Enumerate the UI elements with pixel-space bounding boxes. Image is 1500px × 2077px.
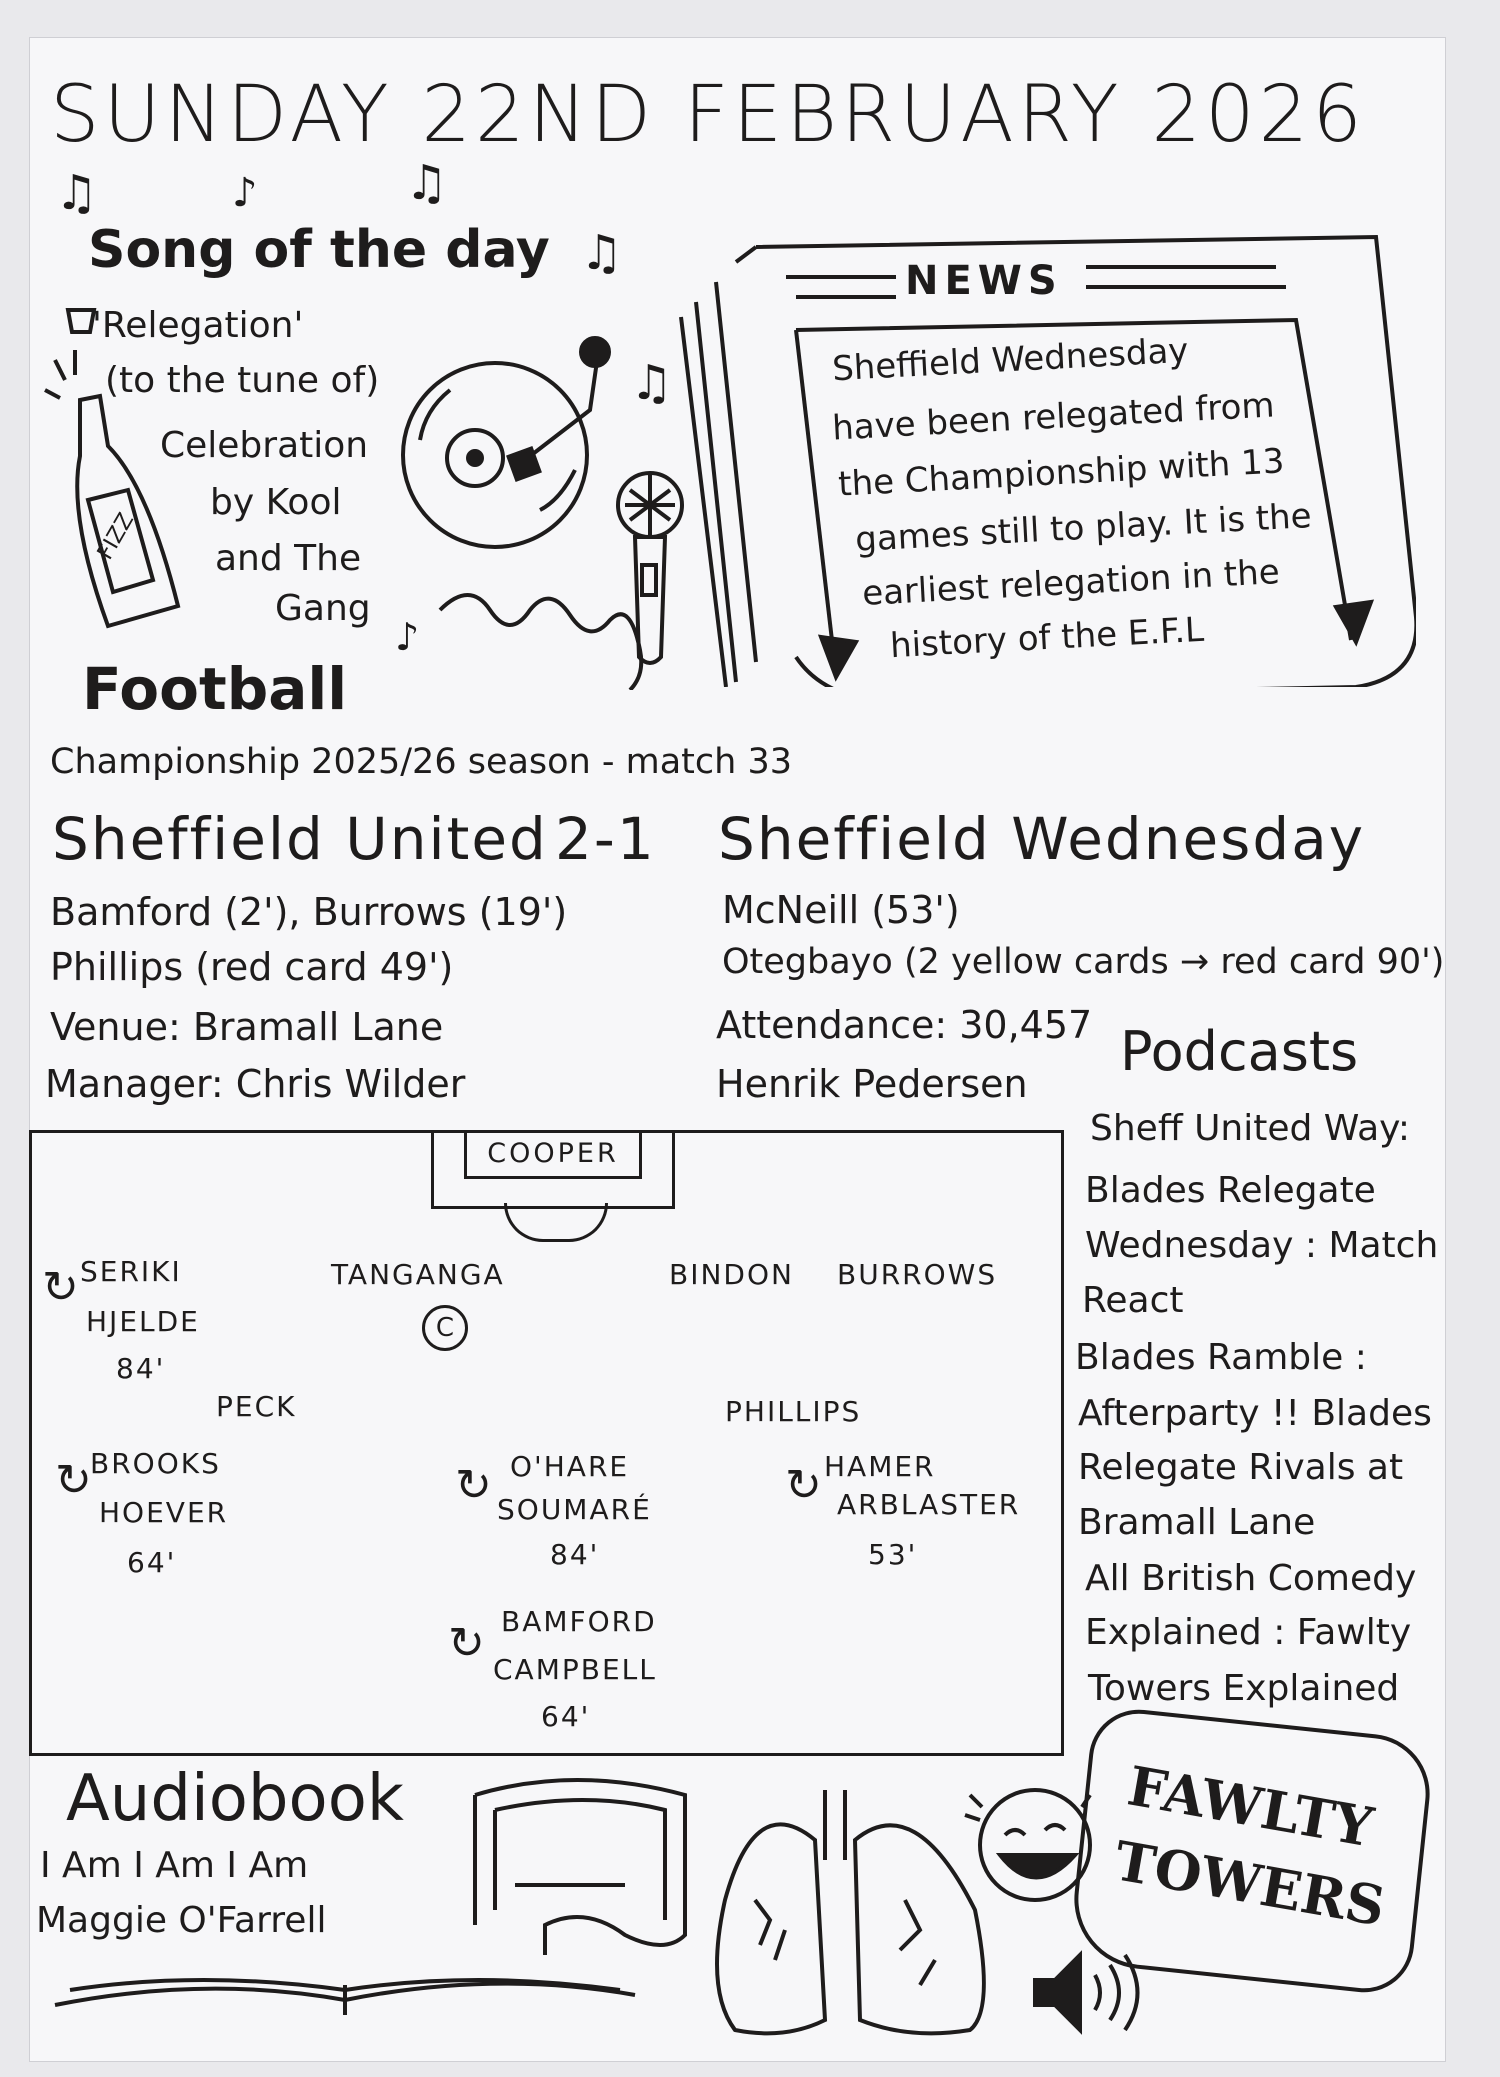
podcast-line: Afterparty !! Blades xyxy=(1078,1393,1432,1434)
music-note-icon: ♫ xyxy=(580,225,624,281)
player: BAMFORD xyxy=(501,1605,657,1638)
penalty-arc xyxy=(504,1203,608,1242)
sub-minute: 53' xyxy=(868,1538,918,1571)
music-note-icon: ♫ xyxy=(630,355,674,411)
sub-minute: 64' xyxy=(541,1700,591,1733)
music-note-icon: ♪ xyxy=(232,170,258,216)
player: BINDON xyxy=(669,1258,794,1291)
podcast-line: Relegate Rivals at xyxy=(1078,1447,1404,1488)
song-heading: Song of the day xyxy=(88,220,550,280)
player: TANGANGA xyxy=(331,1258,505,1291)
audiobook-heading: Audiobook xyxy=(66,1762,404,1836)
journal-page xyxy=(29,37,1446,2062)
music-note-icon: ♪ xyxy=(395,615,420,659)
player: BROOKS xyxy=(90,1447,221,1480)
open-book-icon xyxy=(54,1978,636,2015)
podcast-line: Sheff United Way: xyxy=(1090,1108,1410,1149)
player: PECK xyxy=(216,1390,297,1423)
song-title: 'Relegation' xyxy=(92,305,304,346)
podcast-line: Towers Explained xyxy=(1088,1668,1400,1709)
sub-minute: 64' xyxy=(127,1546,177,1579)
substitution-arrow-icon: ↻ xyxy=(448,1618,485,1669)
podcast-line: React xyxy=(1082,1280,1184,1321)
laughing-face-icon xyxy=(964,1788,1092,1902)
audiobook-title: I Am I Am I Am xyxy=(40,1845,309,1886)
song-text: Gang xyxy=(275,588,371,629)
attendance: Attendance: 30,457 xyxy=(716,1003,1093,1047)
substitution-arrow-icon: ↻ xyxy=(785,1460,822,1511)
podcast-line: Bramall Lane xyxy=(1078,1502,1316,1543)
sub-minute: 84' xyxy=(116,1352,166,1385)
podcast-line: Blades Ramble : xyxy=(1075,1337,1367,1378)
music-note-icon: ♫ xyxy=(405,155,449,211)
player: O'HARE xyxy=(510,1450,630,1483)
penalty-box: COOPER xyxy=(431,1130,675,1242)
player: SERIKI xyxy=(80,1255,182,1288)
venue: Venue: Bramall Lane xyxy=(50,1005,444,1049)
home-team: Sheffield United xyxy=(52,805,548,873)
player: HOEVER xyxy=(99,1496,229,1529)
player: BURROWS xyxy=(837,1258,998,1291)
player: CAMPBELL xyxy=(493,1653,657,1686)
player: HAMER xyxy=(824,1450,936,1483)
podcast-line: Explained : Fawlty xyxy=(1085,1612,1412,1653)
speaker-icon xyxy=(1033,1950,1140,2035)
home-manager: Manager: Chris Wilder xyxy=(45,1062,466,1106)
substitution-arrow-icon: ↻ xyxy=(42,1262,79,1313)
player: SOUMARÉ xyxy=(497,1493,652,1526)
podcast-line: Blades Relegate xyxy=(1085,1170,1376,1211)
away-manager: Henrik Pedersen xyxy=(716,1062,1028,1106)
microphone-icon xyxy=(616,471,684,665)
goalkeeper: COOPER xyxy=(464,1130,642,1179)
competition-line: Championship 2025/26 season - match 33 xyxy=(50,742,792,782)
substitution-arrow-icon: ↻ xyxy=(55,1455,92,1506)
away-red-card: Otegbayo (2 yellow cards → red card 90') xyxy=(722,942,1445,982)
lungs-icon xyxy=(715,1790,986,2036)
football-heading: Football xyxy=(82,655,348,723)
audiobook-author: Maggie O'Farrell xyxy=(36,1900,327,1941)
player: HJELDE xyxy=(86,1305,200,1338)
home-scorers: Bamford (2'), Burrows (19') xyxy=(50,890,568,934)
sub-minute: 84' xyxy=(550,1538,600,1571)
player: ARBLASTER xyxy=(837,1488,1021,1521)
podcasts-heading: Podcasts xyxy=(1120,1020,1359,1083)
song-text: by Kool xyxy=(210,482,342,523)
intestines-icon xyxy=(473,1778,687,1955)
home-red-card: Phillips (red card 49') xyxy=(50,945,454,989)
score: 2-1 xyxy=(555,805,656,873)
player: PHILLIPS xyxy=(725,1395,862,1428)
substitution-arrow-icon: ↻ xyxy=(455,1460,492,1511)
song-text: (to the tune of) xyxy=(105,360,380,401)
podcast-line: All British Comedy xyxy=(1085,1558,1417,1599)
news-heading: NEWS xyxy=(905,258,1063,304)
song-text: and The xyxy=(215,538,362,579)
newspaper-icon xyxy=(679,234,1416,687)
music-note-icon: ♫ xyxy=(55,165,99,221)
song-text: Celebration xyxy=(160,425,369,466)
podcast-line: Wednesday : Match xyxy=(1085,1225,1439,1266)
away-team: Sheffield Wednesday xyxy=(718,805,1366,873)
lineup-pitch: COOPER C xyxy=(29,1130,1064,1756)
away-scorers: McNeill (53') xyxy=(722,888,960,932)
captain-badge: C xyxy=(422,1305,468,1351)
fizz-bottle-icon: FIZZ xyxy=(44,308,181,629)
page-title: SUNDAY 22ND FEBRUARY 2026 xyxy=(50,70,1366,160)
